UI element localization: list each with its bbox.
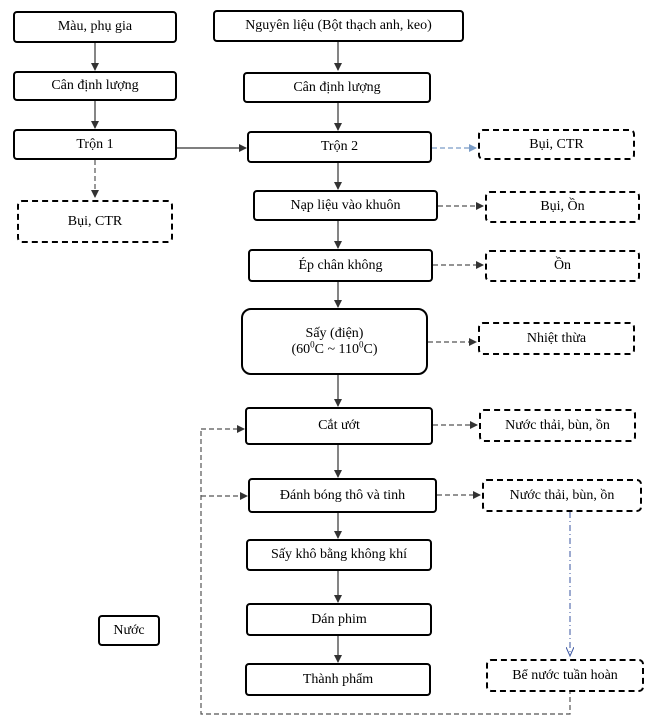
arrow-tank-return-loop <box>200 429 571 715</box>
mix1-box: Trộn 1 <box>13 129 177 160</box>
fill-mold-label: Nạp liệu vào khuôn <box>290 197 401 213</box>
mix1-label: Trộn 1 <box>76 136 114 152</box>
dry-label-line2: (600C ~ 1100C) <box>291 338 378 357</box>
wastewater-cut-label: Nước thải, bùn, ồn <box>505 417 610 433</box>
mix2-box: Trộn 2 <box>247 131 432 163</box>
recycle-tank-box: Bể nước tuần hoàn <box>486 659 644 692</box>
dust-noise-label: Bụi, Ồn <box>540 199 585 214</box>
dry-box: Sấy (điện) (600C ~ 1100C) <box>241 308 428 375</box>
recycle-tank-label: Bể nước tuần hoàn <box>512 667 618 683</box>
wastewater-cut-box: Nước thải, bùn, ồn <box>479 409 636 442</box>
vacuum-press-box: Ép chân không <box>248 249 433 282</box>
polish-box: Đánh bóng thô và tinh <box>248 478 437 513</box>
dust-left-label: Bụi, CTR <box>67 213 123 229</box>
dust-noise-box: Bụi, Ồn <box>485 191 640 223</box>
dust-right-label: Bụi, CTR <box>529 136 584 152</box>
weigh-main-label: Cân định lượng <box>293 79 381 95</box>
water-label: Nước <box>113 622 145 638</box>
excess-heat-box: Nhiệt thừa <box>478 322 635 355</box>
material-label: Nguyên liệu (Bột thạch anh, keo) <box>245 18 432 33</box>
wet-cut-label: Cắt ướt <box>318 418 360 433</box>
product-label: Thành phẩm <box>302 671 374 687</box>
dust-right-box: Bụi, CTR <box>478 129 635 160</box>
excess-heat-label: Nhiệt thừa <box>526 330 587 346</box>
noise-label: Ồn <box>553 258 572 273</box>
mix2-label: Trộn 2 <box>320 139 359 154</box>
air-dry-box: Sấy khô bằng không khí <box>246 539 432 571</box>
film-box: Dán phim <box>246 603 432 636</box>
wet-cut-box: Cắt ướt <box>245 407 433 445</box>
dust-left-box: Bụi, CTR <box>17 200 173 243</box>
film-label: Dán phim <box>311 611 367 627</box>
wastewater-polish-box: Nước thải, bùn, ồn <box>482 479 642 512</box>
additives-label: Màu, phụ gia <box>57 19 133 34</box>
air-dry-label: Sấy khô bằng không khí <box>270 547 408 562</box>
dry-label-line1: Sấy (điện) <box>305 325 364 341</box>
product-box: Thành phẩm <box>245 663 431 696</box>
wastewater-polish-label: Nước thải, bùn, ồn <box>509 487 615 503</box>
weigh-left-label: Cân định lượng <box>51 78 139 93</box>
material-box: Nguyên liệu (Bột thạch anh, keo) <box>213 10 464 42</box>
vacuum-press-label: Ép chân không <box>298 257 383 273</box>
polish-label: Đánh bóng thô và tinh <box>279 487 406 503</box>
water-box: Nước <box>98 615 160 646</box>
additives-box: Màu, phụ gia <box>13 11 177 43</box>
weigh-main-box: Cân định lượng <box>243 72 431 103</box>
noise-box: Ồn <box>485 250 640 282</box>
weigh-left-box: Cân định lượng <box>13 71 177 101</box>
fill-mold-box: Nạp liệu vào khuôn <box>253 190 438 221</box>
